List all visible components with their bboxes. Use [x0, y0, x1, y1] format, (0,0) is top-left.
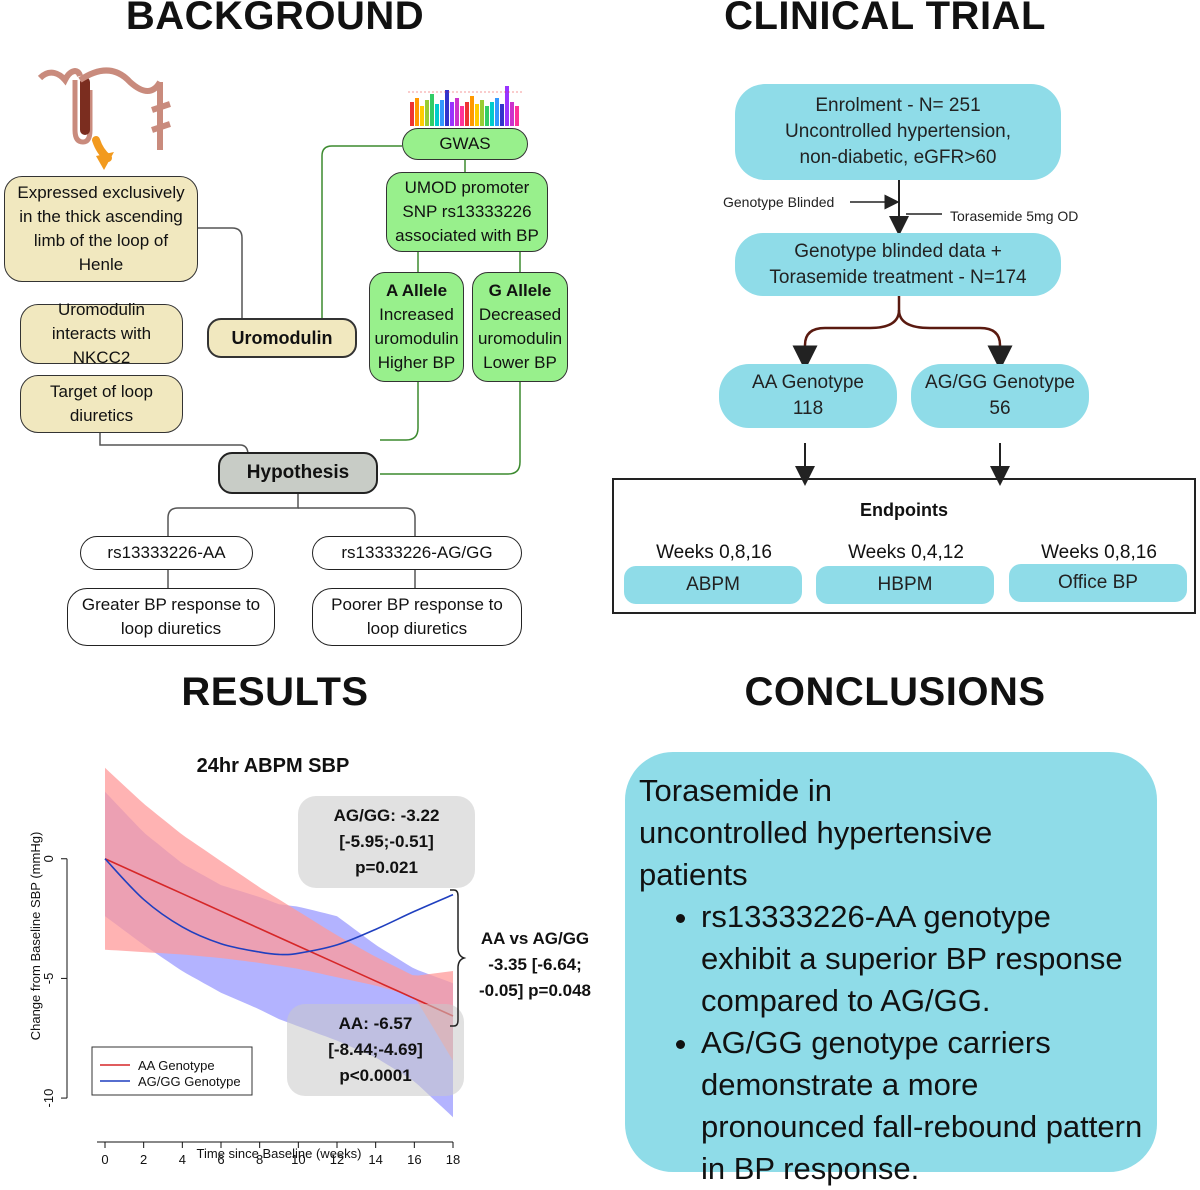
conclusions-heading: CONCLUSIONS — [744, 670, 1046, 714]
annotation-aa-line2: [-8.44;-4.69] — [328, 1040, 423, 1059]
y-tick-label: -5 — [41, 973, 56, 985]
series-line-aa — [104, 858, 454, 1017]
aa-genotype-box: AA Genotype 118 — [719, 364, 897, 428]
background-heading: BACKGROUND — [125, 0, 425, 38]
uromodulin-box: Uromodulin — [207, 318, 357, 358]
y-tick-label: -10 — [41, 1089, 56, 1108]
annotation-comparison-line2: -3.35 [-6.64; — [488, 955, 582, 974]
umod-promoter-box: UMOD promoter SNP rs13333226 associated … — [386, 172, 548, 252]
annotation-aa: AA: -6.57 [-8.44;-4.69] p<0.0001 — [287, 1004, 464, 1096]
endpoint-hbpm: HBPM — [816, 566, 994, 604]
chart-legend-box — [91, 1046, 253, 1096]
annotation-comparison: AA vs AG/GG -3.35 [-6.64; -0.05] p=0.048 — [468, 926, 602, 1004]
a-allele-box: A Allele Increased uromodulin Higher BP — [369, 272, 464, 382]
g-allele-box: G Allele Decreased uromodulin Lower BP — [472, 272, 568, 382]
aggg-genotype-box: AG/GG Genotype 56 — [911, 364, 1089, 428]
g-allele-title: G Allele — [488, 281, 552, 300]
a-allele-line1: Increased — [379, 305, 454, 324]
x-tick-label: 4 — [179, 1152, 186, 1167]
x-tick-label: 14 — [368, 1152, 382, 1167]
ci-band-aa — [105, 767, 453, 1061]
chart-y-label: Change from Baseline SBP (mmHg) — [28, 832, 43, 1041]
conclusions-box: Torasemide in uncontrolled hypertensive … — [625, 752, 1157, 1186]
g-allele-line2: uromodulin — [477, 329, 563, 348]
rs-aggg-label: rs13333226-AG/GG — [312, 536, 522, 570]
background-connectors — [99, 145, 521, 588]
g-allele-line1: Decreased — [478, 305, 562, 324]
chart-x-label: Time since Baseline (weeks) — [197, 1146, 362, 1161]
endpoint-hbpm-weeks: Weeks 0,4,12 — [848, 542, 964, 563]
x-tick-label: 6 — [217, 1152, 224, 1167]
comparison-brace — [450, 889, 467, 1027]
endpoint-abpm-weeks: Weeks 0,8,16 — [656, 542, 772, 563]
torasemide-dose-label: Torasemide 5mg OD — [950, 208, 1079, 224]
results-heading: RESULTS — [181, 670, 369, 714]
manhattan-plot-thumbnail — [408, 86, 522, 126]
endpoint-abpm: ABPM — [624, 566, 802, 604]
expressed-box: Expressed exclusively in the thick ascen… — [4, 176, 198, 282]
endpoints-panel: Endpoints Weeks 0,8,16 Weeks 0,4,12 Week… — [612, 478, 1196, 614]
x-tick-label: 18 — [446, 1152, 460, 1167]
greater-response-box: Greater BP response to loop diuretics — [67, 588, 275, 646]
annotation-aggg-line2: [-5.95;-0.51] — [339, 832, 434, 851]
conclusions-intro: Torasemide in uncontrolled hypertensive … — [639, 773, 993, 892]
genotype-blinded-label: Genotype Blinded — [723, 194, 835, 210]
annotation-aggg-line1: AG/GG: -3.22 — [333, 806, 440, 825]
trial-connectors — [792, 180, 1013, 486]
legend-label: AG/GG Genotype — [138, 1074, 241, 1089]
annotation-comparison-line3: -0.05] p=0.048 — [479, 981, 591, 1000]
a-allele-line3: Higher BP — [377, 353, 456, 372]
annotation-aa-line1: AA: -6.57 — [338, 1014, 413, 1033]
x-tick-label: 12 — [330, 1152, 344, 1167]
nephron-illustration — [37, 67, 171, 170]
a-allele-title: A Allele — [385, 281, 448, 300]
x-tick-label: 2 — [140, 1152, 147, 1167]
annotation-aggg-line3: p=0.021 — [355, 858, 418, 877]
x-tick-label: 8 — [256, 1152, 263, 1167]
legend-label: AA Genotype — [138, 1058, 215, 1073]
endpoint-office-weeks: Weeks 0,8,16 — [1041, 542, 1157, 563]
x-tick-label: 10 — [291, 1152, 305, 1167]
x-tick-label: 0 — [101, 1152, 108, 1167]
hypothesis-box: Hypothesis — [218, 452, 378, 494]
interacts-box: Uromodulin interacts with NKCC2 — [20, 300, 183, 367]
chart-title: 24hr ABPM SBP — [197, 755, 350, 777]
endpoints-title: Endpoints — [860, 500, 948, 520]
series-line-aggg — [104, 858, 454, 956]
rs-aa-label: rs13333226-AA — [80, 536, 253, 570]
clinical-trial-heading: CLINICAL TRIAL — [724, 0, 1046, 38]
conclusions-list: rs13333226-AA genotype exhibit a superio… — [639, 896, 1147, 1190]
annotation-comparison-line1: AA vs AG/GG — [480, 929, 590, 948]
g-allele-line3: Lower BP — [483, 353, 557, 372]
annotation-aggg: AG/GG: -3.22 [-5.95;-0.51] p=0.021 — [298, 796, 475, 888]
a-allele-line2: uromodulin — [374, 329, 459, 348]
enrolment-box: Enrolment - N= 251 Uncontrolled hyperten… — [735, 84, 1061, 180]
y-tick-label: 0 — [41, 855, 56, 862]
poorer-response-box: Poorer BP response to loop diuretics — [312, 588, 522, 646]
conclusion-bullet: AG/GG genotype carriers demonstrate a mo… — [701, 1022, 1147, 1190]
blinded-data-box: Genotype blinded data + Torasemide treat… — [735, 233, 1061, 296]
endpoint-office-bp: Office BP — [1009, 564, 1187, 602]
x-tick-label: 16 — [407, 1152, 421, 1167]
annotation-aa-line3: p<0.0001 — [339, 1066, 412, 1085]
conclusion-bullet: rs13333226-AA genotype exhibit a superio… — [701, 896, 1147, 1022]
target-box: Target of loop diuretics — [20, 375, 183, 433]
gwas-box: GWAS — [402, 128, 528, 160]
